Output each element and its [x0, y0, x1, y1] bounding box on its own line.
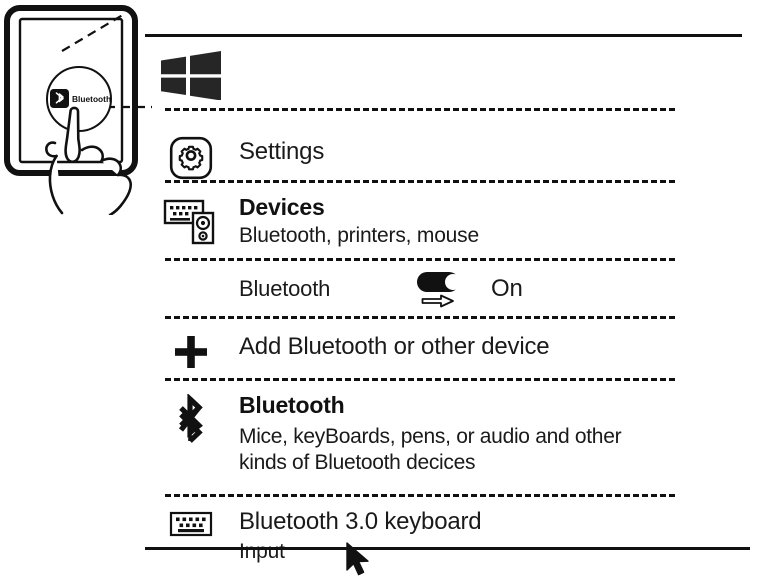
settings-label: Settings [239, 138, 325, 165]
devices-subtitle: Bluetooth, printers, mouse [239, 223, 479, 247]
bluetooth-section-row[interactable]: Bluetooth Mice, keyBoards, pens, or audi… [145, 392, 750, 477]
bluetooth-toggle-row[interactable]: Bluetooth On [145, 272, 750, 308]
windows-brand-row [145, 48, 750, 100]
windows-logo-icon [145, 48, 237, 100]
windows-settings-panel: Settings [145, 34, 750, 576]
svg-text:Bluetooth: Bluetooth [72, 94, 111, 104]
keyboard-device-title: Bluetooth 3.0 keyboard [239, 508, 482, 535]
keyboard-icon [145, 508, 237, 538]
panel-bottom-rule [145, 547, 750, 550]
plus-icon [145, 330, 237, 372]
separator [165, 316, 675, 319]
bluetooth-rune-icon [145, 392, 237, 446]
separator [165, 494, 675, 497]
bluetooth-toggle-label: Bluetooth [239, 276, 331, 301]
bluetooth-description-line-2: kinds of Bluetooth decices [239, 451, 476, 475]
devices-keyboard-printer-icon [145, 194, 237, 246]
bluetooth-keyboard-row[interactable]: Bluetooth 3.0 keyboard Input [145, 508, 750, 576]
keyboard-device-subtitle: Input [239, 539, 285, 563]
bluetooth-description-line-1: Mice, keyBoards, pens, or audio and othe… [239, 424, 622, 448]
separator [165, 108, 675, 111]
toggle-knob [445, 274, 461, 290]
tablet-hand-tap-illustration: Bluetooth [0, 0, 160, 215]
bluetooth-toggle-state: On [491, 275, 523, 302]
separator [165, 180, 675, 183]
menu-item-settings[interactable]: Settings [145, 134, 750, 180]
gear-icon [145, 134, 237, 180]
bluetooth-section-title: Bluetooth [239, 392, 345, 418]
devices-title: Devices [239, 194, 325, 220]
menu-item-devices[interactable]: Devices Bluetooth, printers, mouse [145, 194, 750, 249]
panel-top-rule [145, 34, 742, 37]
separator [165, 378, 675, 381]
mouse-pointer-icon [341, 539, 375, 579]
add-device-row[interactable]: Add Bluetooth or other device [145, 330, 750, 372]
add-device-label: Add Bluetooth or other device [239, 333, 550, 360]
arrow-right-icon [421, 294, 455, 308]
separator [165, 258, 675, 261]
bluetooth-toggle-switch[interactable] [417, 272, 463, 308]
